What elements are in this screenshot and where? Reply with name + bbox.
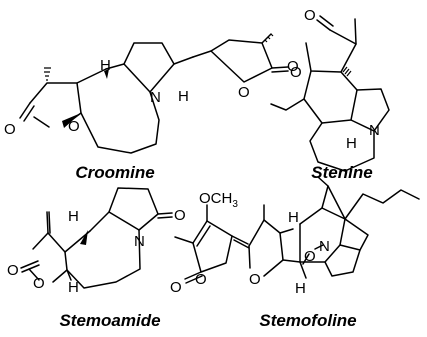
stemoamide-carbonyl-oxygen-left: O [7,262,19,279]
croomine-carbonyl-oxygen-left: O [4,121,16,138]
stemoamide-ring-oxygen: O [33,275,45,292]
croomine-structure: O O H N H O O [4,33,302,154]
stemofoline-ring-oxygen-left: O [195,271,207,288]
stenine-hydrogen: H [346,135,357,152]
stemofoline-caption: Stemofoline [259,311,357,330]
stemofoline-methoxy-oxygen: OCH3 [199,190,238,210]
stenine-ring-oxygen: O [287,58,299,75]
stemofoline-hydrogen-bottom: H [295,280,306,297]
croomine-carbonyl-oxygen-right: O [290,64,302,81]
croomine-caption: Croomine [75,163,155,182]
stenine-nitrogen: N [369,122,380,139]
stemofoline-nitrogen: N [319,238,330,255]
stemofoline-carbonyl-oxygen: O [170,279,182,296]
stenine-hashed-h [342,66,352,77]
stemofoline-ring-oxygen-right: O [249,271,261,288]
stemofoline-structure: OCH3 O O O H N O H [170,176,420,297]
croomine-ring-oxygen-left: O [68,118,80,135]
stemoamide-structure: H N O O O H [7,187,186,296]
croomine-hashed-methyl-right [264,33,274,43]
stemoamide-hydrogen-bottom: H [68,279,79,296]
croomine-hydrogen-top: H [100,57,111,74]
stemofoline-bridge-oxygen: O [304,248,316,265]
stemoamide-caption: Stemoamide [59,311,161,330]
stenine-caption: Stenine [311,163,373,182]
stemoamide-hydrogen-top: H [68,208,79,225]
stenine-carbonyl-oxygen: O [304,7,316,24]
croomine-ring-oxygen-right: O [238,84,250,101]
stemofoline-hydrogen-top: H [288,209,299,226]
stemoamide-nitrogen: N [134,233,145,250]
stemoamide-carbonyl-oxygen-right: O [174,207,186,224]
croomine-nitrogen: N [150,89,161,106]
croomine-hashed-methyl-left [44,67,51,81]
stenine-structure: O O N H [270,7,390,172]
croomine-hydrogen-right: H [178,88,189,105]
